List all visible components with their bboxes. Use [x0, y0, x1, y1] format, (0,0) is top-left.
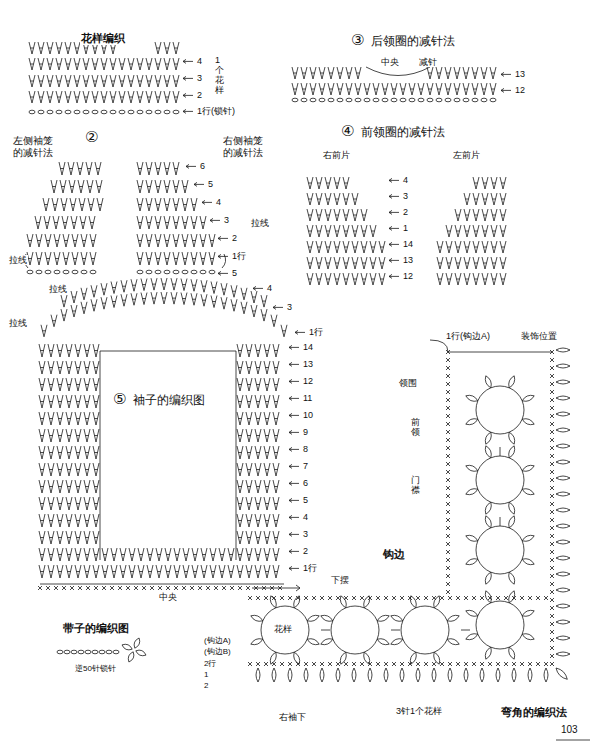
chart-label: 拉线	[8, 318, 28, 328]
chart-label: ③	[350, 31, 365, 48]
chart-label: ⑤	[112, 390, 127, 407]
chart-label: 左侧袖笼的减针法	[12, 135, 60, 158]
chart-label: 袖子的编织图	[132, 394, 206, 408]
chart-label: 14	[402, 239, 414, 249]
chart-label: 3针1个花样	[395, 706, 443, 716]
chart-label: 减针	[418, 57, 438, 67]
chart-label: 门襟	[410, 476, 421, 496]
chart-label: 6	[302, 478, 309, 488]
chart-label: 2	[231, 233, 238, 243]
chart-label: (钩边A)	[203, 636, 232, 645]
chart-label: 3	[402, 191, 409, 201]
chart-label: 13	[302, 359, 314, 369]
chart-label: (钩边B)	[203, 647, 232, 656]
chart-label: 2	[196, 90, 203, 100]
chart-label: 5	[231, 268, 238, 278]
chart-label: 花样编织	[80, 32, 126, 45]
chart-label: 装饰位置	[520, 331, 558, 341]
chart-label: 钩边	[382, 548, 406, 561]
chart-label: 2行	[203, 659, 217, 668]
chart-label: 9	[302, 427, 309, 437]
chart-label: 3	[196, 73, 203, 83]
chart-label: 弯角的编织法	[500, 706, 568, 719]
chart-label: 3	[286, 302, 293, 312]
chart-label: 逆50针锁针	[74, 664, 117, 673]
chart-label: 1	[402, 223, 409, 233]
chart-label: 领围	[398, 378, 418, 388]
chart-label: 6	[199, 161, 206, 171]
chart-label: 4	[196, 56, 203, 66]
chart-label: 前领	[410, 418, 421, 438]
chart-label: 2	[402, 207, 409, 217]
stitch-symbols	[24, 42, 590, 740]
chart-label: 拉线	[250, 218, 270, 228]
chart-label: 12	[302, 376, 314, 386]
chart-label: 1行	[308, 327, 324, 337]
chart-label: 1个花样	[214, 56, 225, 96]
chart-label: 下摆	[330, 575, 350, 585]
chart-label: 103	[560, 724, 579, 736]
chart-label: 1行(锁针)	[196, 106, 236, 116]
chart-label: 1	[203, 670, 209, 679]
chart-label: 拉线	[48, 284, 68, 294]
chart-label: 4	[402, 175, 409, 185]
chart-label: 花样	[273, 624, 293, 634]
chart-label: 1行(钩边A)	[445, 331, 491, 341]
chart-label: 中央	[158, 592, 178, 602]
chart-label: 1行	[231, 251, 247, 261]
chart-label: 7	[302, 461, 309, 471]
chart-label: 8	[302, 444, 309, 454]
chart-label: 右前片	[322, 150, 351, 160]
chart-label: 13	[514, 69, 526, 79]
chart-label: 3	[302, 529, 309, 539]
chart-label: 1行	[302, 563, 318, 573]
chart-label: 12	[402, 271, 414, 281]
chart-label: 右袖下	[278, 712, 307, 722]
chart-label: 拉线	[8, 255, 28, 265]
chart-label: 11	[302, 393, 313, 403]
chart-label: 左前片	[452, 150, 481, 160]
chart-label: 5	[207, 179, 214, 189]
chart-label: 13	[402, 255, 414, 265]
chart-label: 2	[203, 681, 209, 690]
chart-label: 中央	[380, 57, 400, 67]
chart-label: 5	[302, 495, 309, 505]
chart-label: 10	[302, 410, 314, 420]
chart-label: ④	[340, 122, 355, 139]
chart-label: ②	[84, 128, 99, 145]
chart-label: 2	[302, 546, 309, 556]
chart-label: 带子的编织图	[62, 622, 130, 635]
chart-label: 4	[266, 283, 273, 293]
chart-label: 后领圈的减针法	[370, 35, 456, 49]
chart-label: 4	[215, 197, 222, 207]
chart-label: 3	[223, 215, 230, 225]
chart-label: 前领圈的减针法	[360, 126, 446, 140]
chart-label: 14	[302, 342, 314, 352]
chart-label: 右侧袖笼的减针法	[222, 135, 268, 158]
chart-label: 4	[302, 512, 309, 522]
chart-label: 12	[514, 85, 526, 95]
